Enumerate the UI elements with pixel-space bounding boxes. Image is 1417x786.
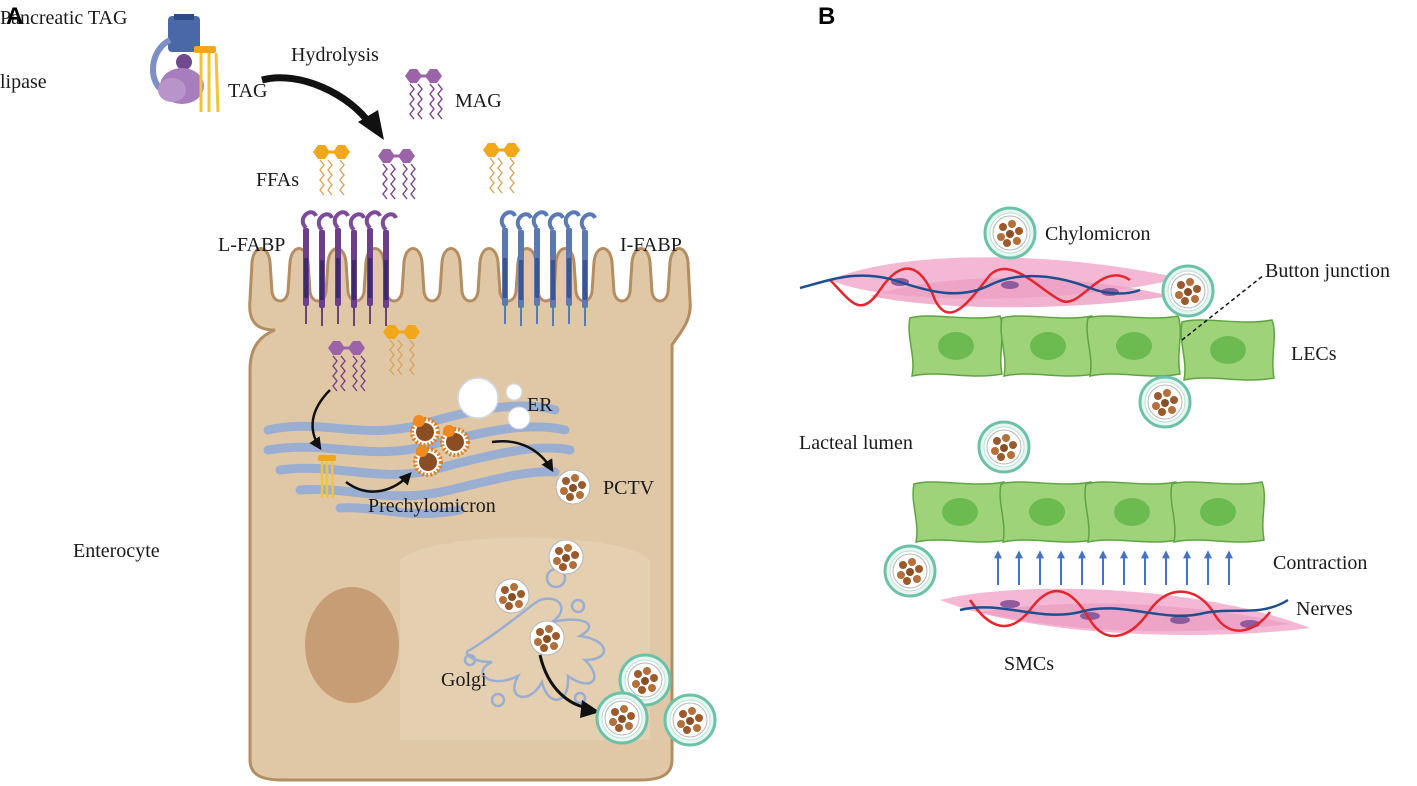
- mag-label: MAG: [455, 90, 502, 112]
- pctv-label: PCTV: [603, 477, 655, 499]
- chylomicron: [979, 422, 1029, 472]
- mag-molecule-icon: [376, 147, 417, 201]
- nucleus: [305, 587, 399, 703]
- lecs-label: LECs: [1291, 343, 1337, 365]
- tag-label: TAG: [228, 80, 268, 102]
- mag-molecule-icon: [403, 67, 444, 121]
- chylomicron: [885, 546, 935, 596]
- panel-b-label: B: [818, 3, 835, 30]
- ffa-molecule-icon: [311, 143, 352, 197]
- contraction-arrows: [994, 550, 1233, 585]
- golgi-apparatus: [463, 567, 606, 708]
- upper-nerve-red: [829, 267, 1131, 314]
- enterocyte-label: Enterocyte: [73, 540, 160, 562]
- ffa-molecule-icon: [481, 141, 522, 195]
- chylomicron: [1140, 377, 1190, 427]
- i-fabp-label: I-FABP: [620, 234, 682, 256]
- golgi-vesicle: [548, 539, 584, 575]
- golgi-label: Golgi: [441, 669, 487, 691]
- lower-nerve-blue: [959, 598, 1289, 618]
- prechylomicron-particles: [410, 415, 470, 477]
- upper-lec-row: [908, 315, 1276, 381]
- button-junction-label: Button junction: [1265, 260, 1390, 282]
- golgi-vesicle: [529, 620, 565, 656]
- hydrolysis-label: Hydrolysis: [291, 44, 379, 66]
- esterification-arrow: [309, 389, 331, 451]
- chylomicron-label: Chylomicron: [1045, 223, 1151, 245]
- lower-lec-row: [912, 481, 1266, 543]
- lacteal-lumen-label: Lacteal lumen: [799, 432, 913, 454]
- nerves-label: Nerves: [1296, 598, 1353, 620]
- tag-molecule-icon: [318, 455, 336, 499]
- pancreatic-lipase-label: Pancreatic TAG lipase: [0, 7, 132, 93]
- golgi-vesicle: [494, 578, 530, 614]
- contraction-label: Contraction: [1273, 552, 1367, 574]
- lower-nerve-red: [968, 590, 1271, 638]
- smcs-label: SMCs: [1004, 653, 1054, 675]
- er-label: ER: [527, 394, 553, 416]
- upper-nerve-blue: [799, 274, 1141, 295]
- ffas-label: FFAs: [256, 169, 299, 191]
- assembly-arrow: [345, 472, 412, 493]
- upper-smc-layer: [830, 257, 1180, 308]
- panel-a-label: A: [6, 3, 23, 30]
- chylomicron: [1163, 266, 1213, 316]
- pctv-arrow: [491, 439, 554, 473]
- pctv-vesicle: [555, 469, 591, 505]
- button-junction-pointer: [1181, 274, 1265, 341]
- hydrolysis-arrow: [261, 74, 373, 127]
- l-fabp-label: L-FABP: [218, 234, 285, 256]
- lower-smc-layer: [940, 588, 1310, 635]
- chylomicron: [985, 208, 1035, 258]
- tag-molecule-icon: [194, 46, 220, 113]
- pancreatic-lipase-icon: [149, 14, 204, 104]
- prechylomicron-label: Prechylomicron: [368, 495, 496, 517]
